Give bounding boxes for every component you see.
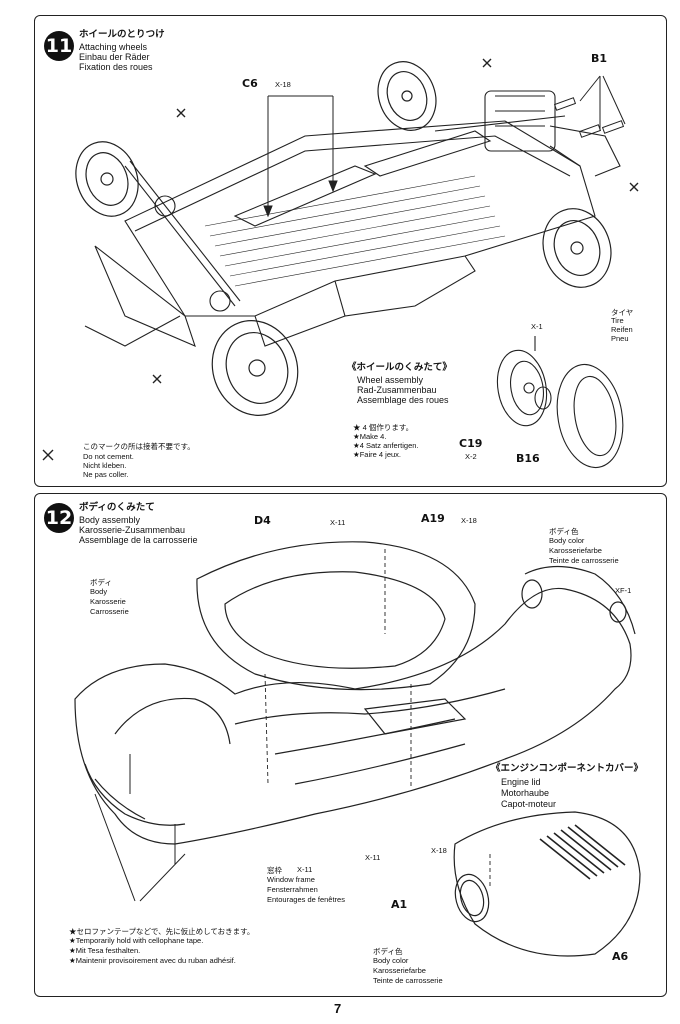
part-a6-label: A6 [612,950,629,963]
engine-lid-de: Motorhaube [501,788,550,798]
wheel-assembly-de: Rad-Zusammenbau [357,385,437,395]
window-frame-jp: 窓枠 [267,866,282,875]
step-title-en: Attaching wheels [79,42,148,52]
no-cement-jp: このマークの所は接着不要です。 [83,442,195,451]
engine-lid-fr: Capot-moteur [501,799,557,809]
step-title-jp: ホイールのとりつけ [79,29,165,40]
step-title-de: Einbau der Räder [79,52,150,62]
part-c6-label: C6 [242,77,258,90]
tire-en-label: Tire [611,316,624,325]
tire-fr-label: Pneu [611,334,629,343]
screw-x18-label: X-18 [275,80,291,89]
window-frame-en: Window frame [267,875,315,884]
part-b1-label: B1 [591,52,608,65]
step-11-panel: 11 ホイールのとりつけ Attaching wheels Einbau der… [34,15,667,487]
engine-lid-en: Engine lid [501,777,541,787]
body-color-bottom-fr: Teinte de carrosserie [373,976,443,985]
body-color-de: Karosseriefarbe [549,546,602,555]
body-color-bottom-en: Body color [373,956,409,965]
part-c19-label: C19 [459,437,483,450]
page-number: 7 [334,1001,342,1016]
screw-x18-label: X-18 [461,516,477,525]
body-color-fr: Teinte de carrosserie [549,556,619,565]
tape-note-fr: ★Maintenir provisoirement avec du ruban … [69,956,236,965]
step-12-illustration [74,541,641,957]
step-title-fr: Assemblage de la carrosserie [79,535,198,545]
body-label-en: Body [90,587,108,596]
tape-note-de: ★Mit Tesa festhalten. [69,946,141,955]
window-frame-de: Fensterrahmen [267,885,318,894]
window-frame-fr: Entourages de fenêtres [267,895,345,904]
body-label-fr: Carrosserie [90,607,129,616]
body-label-jp: ボディ [90,578,112,587]
part-a1-label: A1 [391,898,408,911]
window-frame-screw: X-11 [297,865,313,874]
body-label-de: Karosserie [90,597,126,606]
engine-lid-jp: 《エンジンコンポーネントカバー》 [491,763,644,774]
note-make4-en: ★Make 4. [353,432,387,441]
screw-x11-label: X-11 [330,518,346,527]
body-color-en: Body color [549,536,585,545]
part-a19-label: A19 [421,512,445,525]
body-color-bottom-de: Karosseriefarbe [373,966,426,975]
screw-x2-label: X-2 [465,452,477,461]
step-number-badge: 11 [44,31,74,61]
no-cement-en: Do not cement. [83,452,134,461]
wheel-assembly-jp: 《ホイールのくみたて》 [347,362,452,373]
no-cement-fr: Ne pas coller. [83,470,129,479]
body-color-jp: ボディ色 [549,527,579,536]
tape-note-en: ★Temporarily hold with cellophane tape. [69,936,204,945]
note-make4-de: ★4 Satz anfertigen. [353,441,419,450]
note-make4-fr: ★Faire 4 jeux. [353,450,401,459]
paint-xf1-label: XF-1 [615,586,632,595]
step-title-jp: ボディのくみたて [79,502,155,513]
tire-de-label: Reifen [611,325,633,334]
step-title-en: Body assembly [79,515,141,525]
note-make4-jp: ★ 4 個作ります。 [353,423,414,432]
wheel-assembly-en: Wheel assembly [357,375,424,385]
screw-x18-lid-label: X-18 [431,846,447,855]
tire-jp-label: タイヤ [611,308,634,317]
no-cement-de: Nicht kleben. [83,461,127,470]
part-d4-label: D4 [254,514,271,527]
screw-x11-mid-label: X-11 [365,853,381,862]
wheel-assembly-fr: Assemblage des roues [357,395,449,405]
step-title-de: Karosserie-Zusammenbau [79,525,186,535]
tape-note-jp: ★セロファンテープなどで、先に仮止めしておきます。 [69,927,255,936]
step-number-badge: 12 [44,503,74,533]
part-b16-label: B16 [516,452,540,465]
step-11-illustration [42,58,639,469]
step-12-panel: 12 ボディのくみたて Body assembly Karosserie-Zus… [34,493,667,997]
step-title-fr: Fixation des roues [79,62,153,72]
screw-x1-label: X-1 [531,322,543,331]
body-color-bottom-jp: ボディ色 [373,947,403,956]
